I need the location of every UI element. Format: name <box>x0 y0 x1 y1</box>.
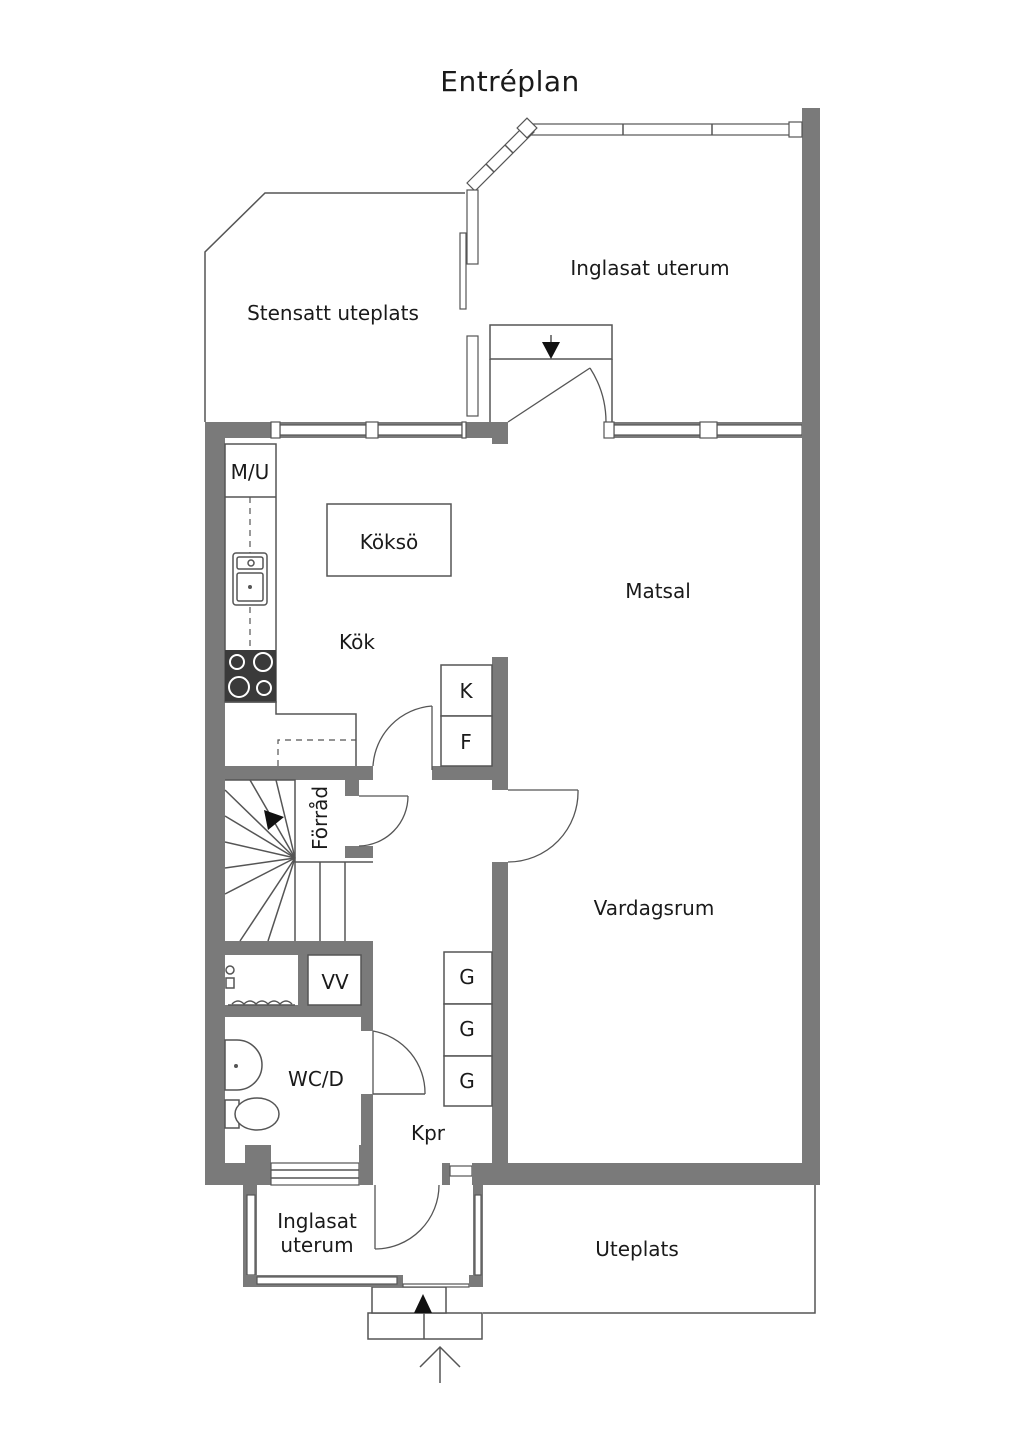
matsal-top-window-2 <box>716 424 803 436</box>
entrance-step-outer <box>367 1312 483 1340</box>
freezer-cabinet <box>440 715 493 767</box>
label-kok: Kök <box>339 630 375 654</box>
kitchen-top-window-2 <box>377 424 463 436</box>
bottom-uterum-front-window <box>256 1276 398 1285</box>
bottom-uterum-right-window <box>474 1194 482 1276</box>
label-wcd: WC/D <box>288 1067 344 1091</box>
label-matsal: Matsal <box>625 579 691 603</box>
label-koksö: Köksö <box>360 530 419 554</box>
water-heater <box>307 954 362 1006</box>
wc-bottom-window <box>270 1162 360 1186</box>
label-inglasat-bottom-2: uterum <box>280 1233 353 1257</box>
label-stensatt-uteplats: Stensatt uteplats <box>247 301 419 325</box>
left-wall <box>205 422 225 1185</box>
vardagsrum-left-wall <box>492 862 508 1163</box>
entry-arrow-icon <box>419 1345 461 1368</box>
label-g2: G <box>459 1017 475 1041</box>
uterum-left-window-lower <box>466 335 479 417</box>
toilet-icon <box>224 1097 280 1131</box>
label-f: F <box>460 730 472 754</box>
label-vardagsrum: Vardagsrum <box>594 896 715 920</box>
entrance-step-inner <box>371 1286 447 1314</box>
washbasin-icon <box>224 1039 263 1091</box>
uterum-diagonal-window <box>466 123 535 192</box>
label-g3: G <box>459 1069 475 1093</box>
sink-icon <box>232 552 268 606</box>
label-mu: M/U <box>231 460 270 484</box>
bottom-uterum-left-window <box>246 1194 256 1276</box>
uterum-left-window-upper <box>466 189 479 265</box>
label-g1: G <box>459 965 475 989</box>
plan-title: Entréplan <box>440 65 580 98</box>
stair-arrow-icon <box>264 810 284 830</box>
bottom-wall-right <box>492 1163 820 1185</box>
kitchen-lower-counter <box>225 701 357 766</box>
matsal-top-window-1 <box>613 424 701 436</box>
kf-wall <box>492 657 508 790</box>
door-arrow-icon <box>542 342 560 359</box>
fridge-cabinet <box>440 664 493 717</box>
label-uteplats: Uteplats <box>595 1237 679 1261</box>
kitchen-top-window-1 <box>279 424 367 436</box>
label-vv: VV <box>321 970 349 994</box>
stove-icon <box>225 650 276 702</box>
label-kpr: Kpr <box>411 1121 446 1145</box>
label-inglasat-uterum-top: Inglasat uterum <box>570 256 729 280</box>
right-wall <box>802 422 820 1185</box>
stensatt-uteplats-outline <box>204 192 465 422</box>
staircase <box>224 779 373 942</box>
uterum-top-window <box>529 123 803 136</box>
label-forrad: Förråd <box>308 786 332 850</box>
kitchen-lower-wall <box>225 766 373 780</box>
label-k: K <box>459 679 473 703</box>
entrance-arrow-icon <box>414 1294 432 1313</box>
uterum-right-wall <box>802 108 820 438</box>
bottom-wall-left <box>205 1163 245 1185</box>
wardrobe-3 <box>443 1055 493 1107</box>
stair-bottom-wall <box>225 941 373 955</box>
shower-icon <box>225 965 295 1006</box>
uterum-door-leaf <box>507 367 591 423</box>
kitchen-island <box>326 503 452 577</box>
label-inglasat-bottom-1: Inglasat <box>277 1209 357 1233</box>
wardrobe-1 <box>443 951 493 1005</box>
uteplats-outline <box>483 1185 816 1314</box>
